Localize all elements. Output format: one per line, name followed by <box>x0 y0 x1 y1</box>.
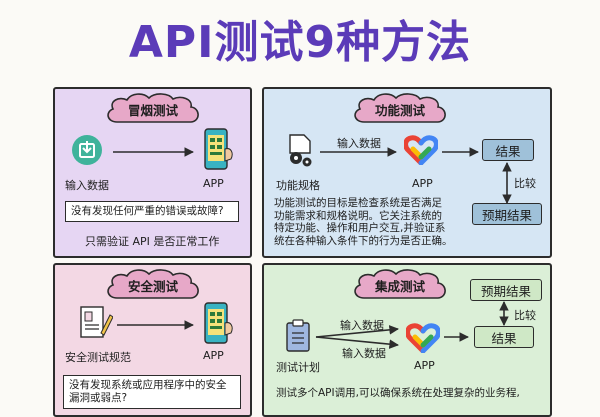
functional-test-panel: 功能测试 功能规格 输入数据 APP 结果 比较 预期结果 功能测试的目标是检查… <box>262 87 552 258</box>
input-data-label: 输入数据 <box>65 179 109 192</box>
app-phone-icon <box>201 301 237 351</box>
clipboard-icon <box>284 319 312 357</box>
integration-input-label-2: 输入数据 <box>342 347 386 360</box>
gears-document-icon <box>284 133 316 173</box>
smoke-note: 只需验证 API 是否正常工作 <box>85 235 220 248</box>
functional-desc-line: 统在各种输入条件下的行为是否正确。 <box>274 234 453 247</box>
security-test-panel: 安全测试 安全测试规范 APP 没有发现系统或应用程序中的安全漏洞或弱点? <box>53 263 252 417</box>
integration-desc-line: 测试多个API调用,可以确保系统在处理复杂的业务程, <box>276 387 520 399</box>
integration-test-panel: 集成测试 测试计划 输入数据 输入数据 APP 预期结果 比较 结果 测试多个A… <box>262 263 552 417</box>
app-label: APP <box>203 177 224 190</box>
app-phone-icon <box>201 127 237 177</box>
functional-app-label: APP <box>412 177 433 190</box>
smoke-test-tag: 冒烟测试 <box>103 92 203 126</box>
document-pencil-icon <box>77 303 114 345</box>
functional-compare-label: 比较 <box>514 177 536 190</box>
integration-test-tag: 集成测试 <box>350 268 450 302</box>
integration-result-box: 结果 <box>474 326 534 348</box>
download-icon <box>71 134 103 170</box>
functional-input-label: 输入数据 <box>337 137 381 150</box>
integration-description: 测试多个API调用,可以确保系统在处理复杂的业务程, <box>276 387 546 400</box>
integration-app-label: APP <box>414 359 435 372</box>
flow-arrow <box>113 147 194 157</box>
functional-desc-line: 功能需求和规格说明。它关注系统的 <box>274 209 442 222</box>
functional-test-tag: 功能测试 <box>350 92 450 126</box>
google-fit-heart-icon <box>405 323 441 357</box>
integration-test-title: 集成测试 <box>374 278 425 294</box>
integration-expected-box: 预期结果 <box>470 279 542 301</box>
functional-expected-box: 预期结果 <box>472 203 542 225</box>
integration-compare-label: 比较 <box>514 309 536 322</box>
functional-spec-label: 功能规格 <box>276 179 320 192</box>
security-spec-label: 安全测试规范 <box>65 351 131 364</box>
functional-arrows <box>320 147 512 204</box>
functional-result-box: 结果 <box>482 139 534 161</box>
security-test-title: 安全测试 <box>127 278 178 294</box>
smoke-test-panel: 冒烟测试 输入数据 APP 没有发现任何严重的错误或故障? 只需验证 API 是… <box>53 87 252 258</box>
smoke-test-title: 冒烟测试 <box>127 102 178 118</box>
functional-desc-line: 特定功能、操作和用户交互,并验证系 <box>274 222 446 234</box>
functional-desc-line: 功能测试的目标是检查系统是否满足 <box>274 197 442 209</box>
test-plan-label: 测试计划 <box>276 361 320 374</box>
security-arrow <box>117 320 194 330</box>
functional-test-title: 功能测试 <box>374 102 425 118</box>
smoke-question-box: 没有发现任何严重的错误或故障? <box>65 201 239 222</box>
security-app-label: APP <box>203 349 224 362</box>
functional-description: 功能测试的目标是检查系统是否满足 功能需求和规格说明。它关注系统的 特定功能、操… <box>274 197 470 247</box>
integration-arrows <box>315 301 509 349</box>
google-fit-heart-icon <box>403 135 439 169</box>
page-title: API测试9种方法 <box>128 17 472 68</box>
integration-input-label-1: 输入数据 <box>340 319 384 332</box>
security-test-tag: 安全测试 <box>103 268 203 302</box>
security-question-box: 没有发现系统或应用程序中的安全漏洞或弱点? <box>63 375 241 409</box>
